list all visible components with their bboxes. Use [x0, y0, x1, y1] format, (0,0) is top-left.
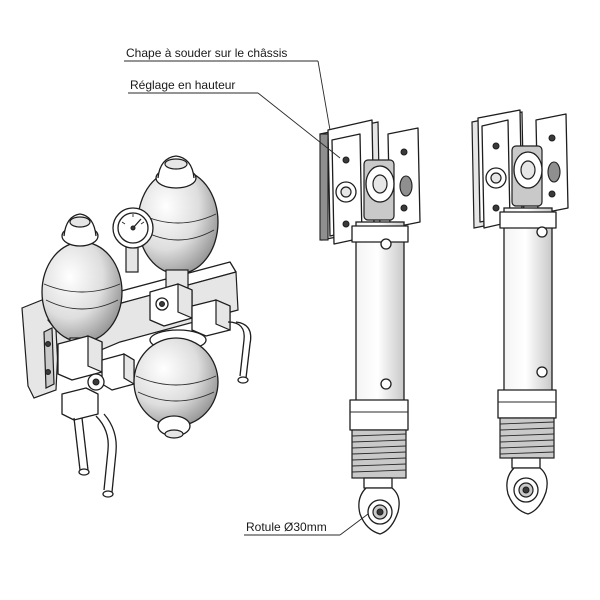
accumulator-top — [137, 155, 219, 289]
rotule-leader — [339, 513, 369, 536]
accumulator-bottom — [133, 329, 219, 439]
reglage-leader — [257, 92, 341, 159]
hoses — [73, 321, 252, 498]
label-rotule: Rotule Ø30mm — [246, 520, 327, 534]
pressure-gauge — [112, 207, 154, 273]
valve-blocks — [57, 283, 231, 421]
leader-lines — [124, 60, 369, 536]
label-reglage: Réglage en hauteur — [130, 78, 236, 92]
threaded-section-second — [499, 417, 555, 459]
cylinder-assembly-second — [471, 109, 569, 515]
accumulator-assembly — [21, 155, 252, 498]
ball-joint-left — [358, 487, 400, 535]
ball-joint-right — [506, 467, 548, 515]
label-chape: Chape à souder sur le châssis — [126, 46, 288, 60]
chape-leader — [317, 60, 331, 131]
threaded-section — [351, 429, 407, 479]
cylinder-assembly-annotated — [319, 119, 421, 535]
